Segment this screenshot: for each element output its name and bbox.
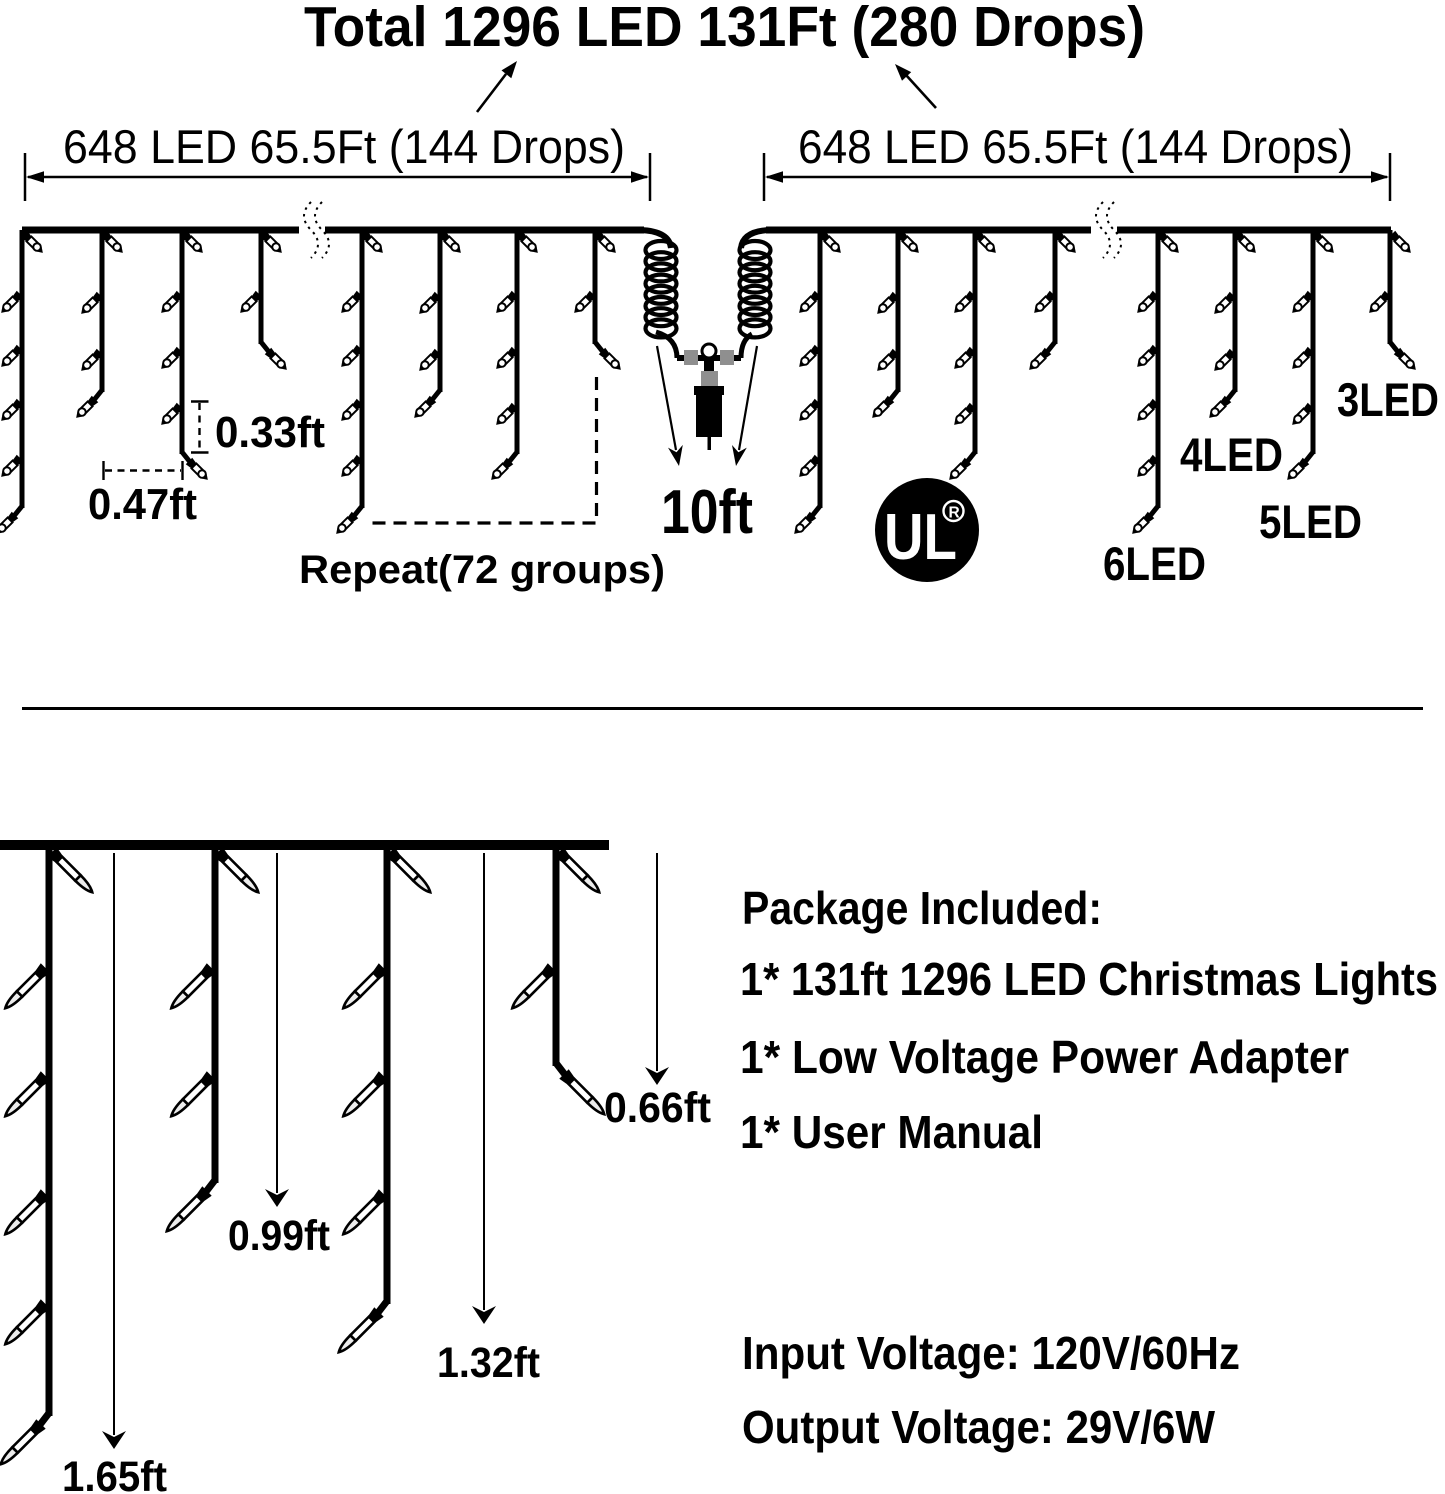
svg-text:10ft: 10ft bbox=[661, 478, 753, 547]
svg-text:Input Voltage: 120V/60Hz: Input Voltage: 120V/60Hz bbox=[742, 1327, 1240, 1379]
svg-text:5LED: 5LED bbox=[1259, 495, 1362, 548]
svg-text:0.99ft: 0.99ft bbox=[228, 1212, 330, 1260]
svg-text:R: R bbox=[949, 505, 960, 522]
svg-text:1.32ft: 1.32ft bbox=[437, 1339, 540, 1387]
svg-text:Package Included:: Package Included: bbox=[742, 882, 1102, 934]
svg-text:Output Voltage: 29V/6W: Output Voltage: 29V/6W bbox=[742, 1401, 1216, 1453]
svg-text:1* User Manual: 1* User Manual bbox=[740, 1106, 1043, 1158]
svg-text:0.47ft: 0.47ft bbox=[88, 480, 197, 529]
svg-text:648 LED 65.5Ft (144 Drops): 648 LED 65.5Ft (144 Drops) bbox=[63, 120, 625, 173]
svg-text:648 LED 65.5Ft (144 Drops): 648 LED 65.5Ft (144 Drops) bbox=[798, 120, 1353, 173]
svg-text:3LED: 3LED bbox=[1337, 373, 1439, 426]
svg-text:1* Low Voltage Power Adapter: 1* Low Voltage Power Adapter bbox=[740, 1031, 1349, 1083]
svg-text:Total 1296 LED 131Ft (280 Drop: Total 1296 LED 131Ft (280 Drops) bbox=[304, 0, 1145, 59]
svg-text:1.65ft: 1.65ft bbox=[62, 1453, 167, 1494]
svg-text:0.33ft: 0.33ft bbox=[215, 408, 325, 457]
svg-text:0.66ft: 0.66ft bbox=[604, 1084, 711, 1132]
svg-text:Repeat(72 groups): Repeat(72 groups) bbox=[299, 548, 665, 592]
svg-text:6LED: 6LED bbox=[1103, 537, 1206, 590]
svg-text:4LED: 4LED bbox=[1180, 428, 1283, 481]
svg-text:1* 131ft 1296 LED Christmas Li: 1* 131ft 1296 LED Christmas Lights bbox=[740, 953, 1438, 1005]
